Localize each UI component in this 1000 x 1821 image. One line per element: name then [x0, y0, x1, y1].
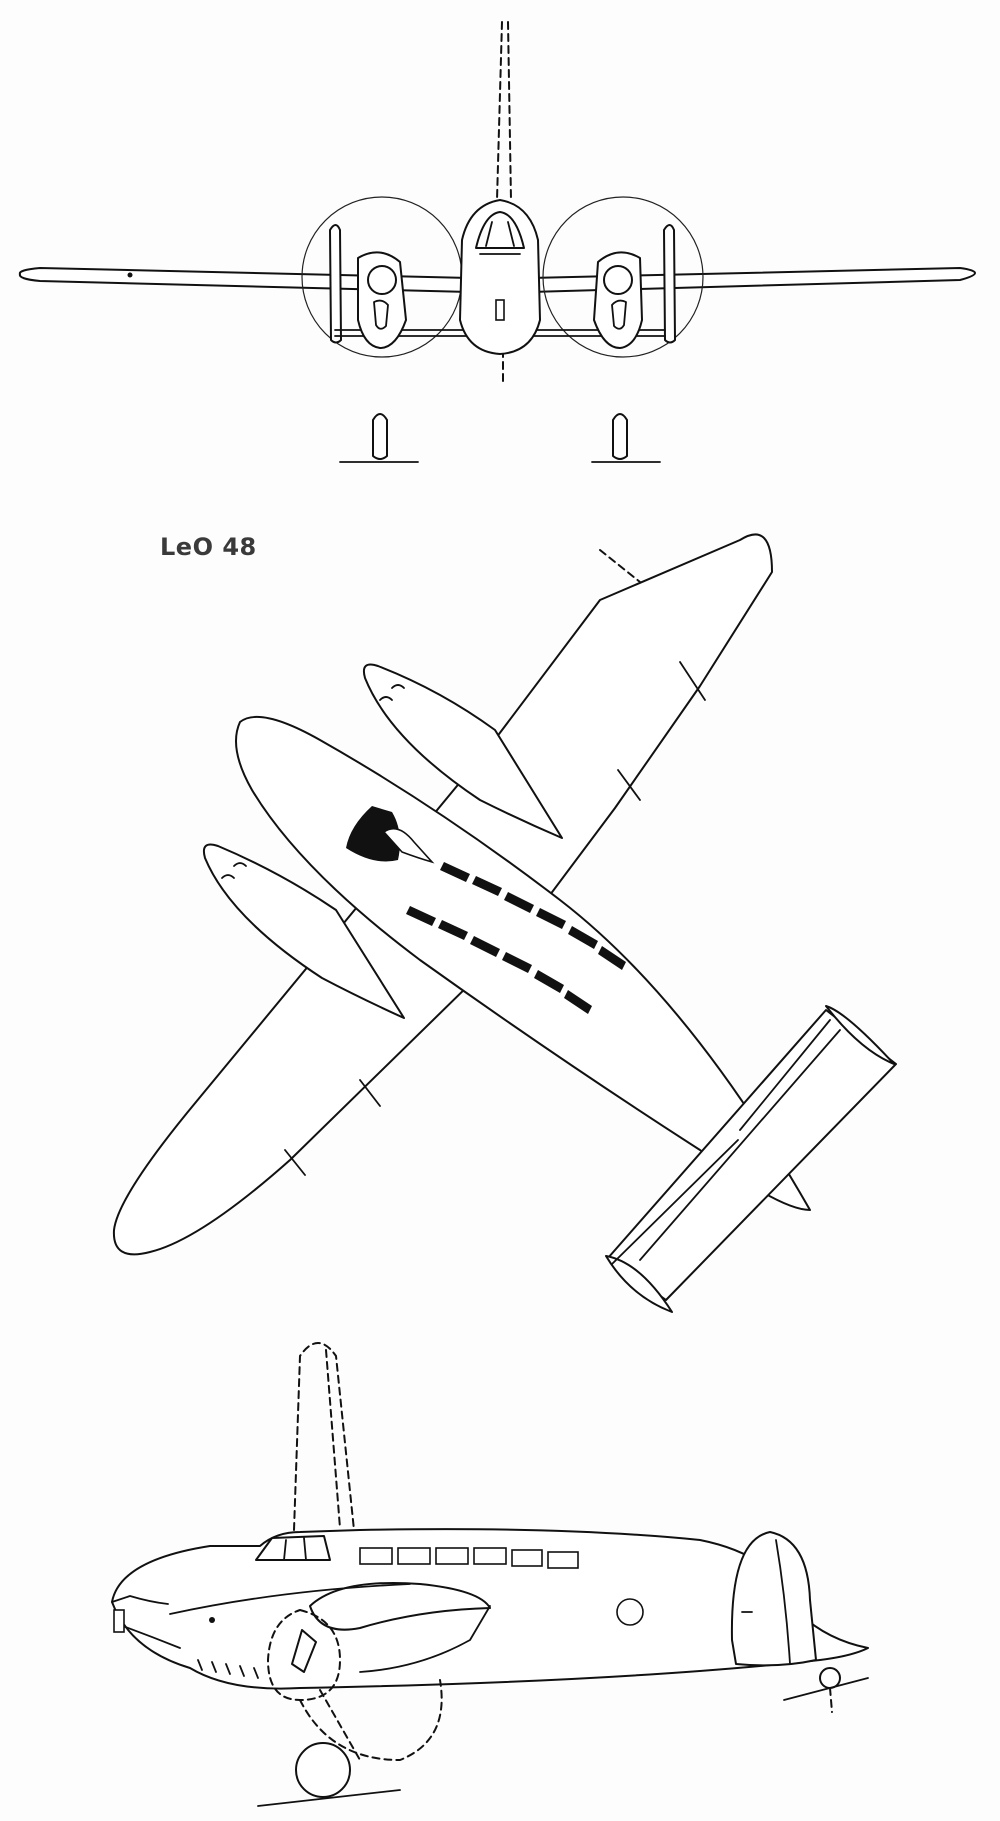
side-view: [111, 1342, 869, 1807]
side-view-prop-blade: [291, 1629, 317, 1673]
front-view-spinner-right: [603, 265, 633, 295]
front-view-nose-window: [495, 299, 505, 321]
side-view-gear-arc: [299, 1679, 443, 1762]
front-view-intake-left: [373, 299, 389, 330]
front-view-fin-right: [663, 224, 676, 344]
drawing-title: LeO 48: [160, 533, 257, 561]
plan-view-nacelle-lower-detail: [221, 862, 247, 879]
plan-view-nacelle-lower: [202, 843, 405, 1019]
front-view-gear-left: [372, 413, 388, 460]
side-view-wing-line: [169, 1583, 491, 1673]
side-view-nacelle: [309, 1581, 491, 1631]
side-view-tail-wheel: [819, 1667, 841, 1689]
plan-view-cabin-windows-upper: [440, 862, 626, 970]
side-view-rudder-line: [775, 1539, 791, 1665]
plan-view-elevator-line: [639, 1029, 841, 1261]
plan-view-endplate-upper: [825, 1005, 895, 1065]
plan-view-nacelle-upper-detail: [379, 684, 405, 701]
front-view-spinner-left: [367, 265, 397, 295]
side-view-nose-window: [113, 1609, 125, 1633]
front-view-intake-right: [611, 299, 627, 330]
plan-view: [112, 533, 897, 1313]
front-view-fin-left: [329, 224, 342, 344]
plan-view-tail-strut: [611, 1019, 831, 1265]
side-view-tail-ground: [783, 1677, 869, 1701]
side-view-fin-dashed: [293, 1342, 355, 1531]
plan-view-cockpit: [382, 827, 435, 864]
side-view-main-wheel: [295, 1742, 351, 1798]
side-view-round-window: [616, 1598, 644, 1626]
plan-view-nose-glazing: [346, 806, 400, 862]
side-view-nose: [111, 1595, 181, 1649]
front-view-propeller-disk-right: [542, 196, 704, 358]
side-view-dot: [209, 1617, 215, 1623]
side-view-gear-leg: [319, 1689, 361, 1761]
side-view-cabin-windows: [359, 1547, 579, 1569]
side-view-cockpit-frames: [283, 1537, 307, 1561]
plan-view-nacelle-upper: [362, 663, 563, 839]
front-view-wing-dot: [127, 272, 133, 278]
side-view-tail-dash: [829, 1687, 833, 1713]
front-view-gear-right: [612, 413, 628, 460]
plan-view-cabin-windows-lower: [406, 906, 592, 1014]
side-view-ground-line: [257, 1789, 401, 1807]
plan-view-antenna: [599, 549, 656, 595]
side-view-vents: [197, 1659, 259, 1679]
front-view-fin: [496, 21, 512, 201]
side-view-fin-inner-dashed: [325, 1349, 341, 1529]
front-view: [18, 21, 976, 463]
side-view-tail-fin: [730, 1531, 817, 1667]
front-view-canopy-frame: [479, 221, 521, 255]
plan-view-wing-panel-lines: [284, 661, 706, 1176]
plan-view-endplate-lower: [605, 1255, 673, 1313]
